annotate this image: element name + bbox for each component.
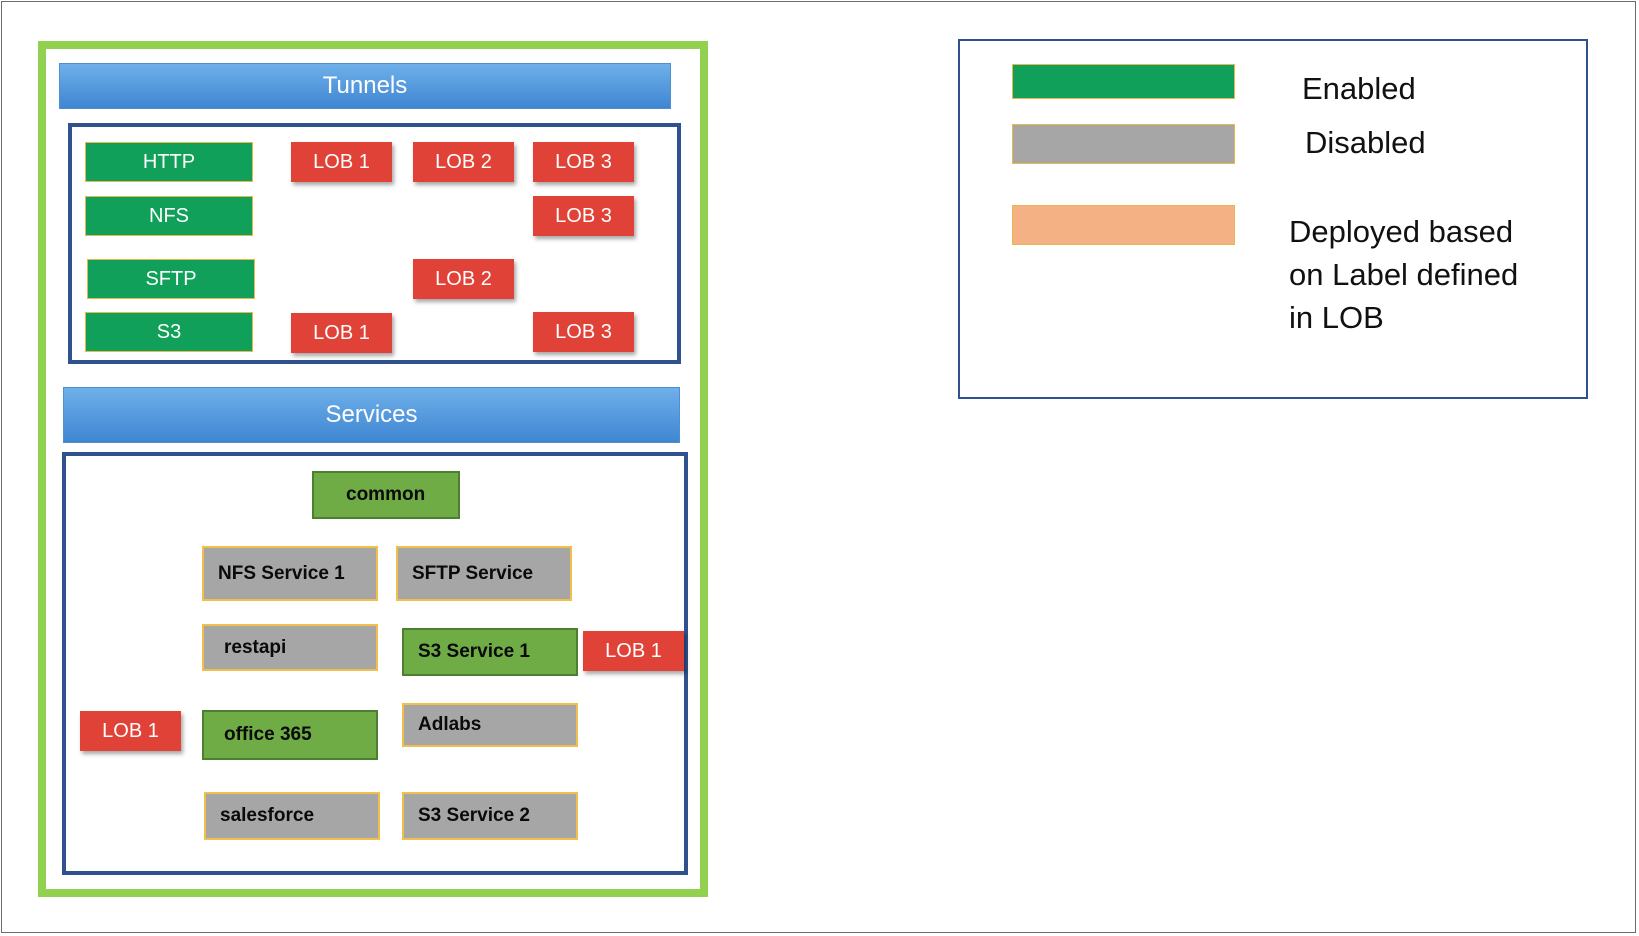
service-sftp-service: SFTP Service: [396, 546, 572, 601]
service-s3-service-2: S3 Service 2: [402, 792, 578, 840]
protocol-nfs: NFS: [85, 196, 253, 236]
protocol-http: HTTP: [85, 142, 253, 182]
legend-swatch-disabled: [1012, 124, 1235, 164]
service-office-365: office 365: [202, 710, 378, 760]
legend-label-deployed: Deployed based on Label defined in LOB: [1289, 214, 1519, 335]
service-s3-service-1: S3 Service 1: [402, 628, 578, 676]
tunnels-header: Tunnels: [59, 63, 671, 109]
services-header: Services: [63, 387, 680, 443]
service-nfs-service-1: NFS Service 1: [202, 546, 378, 601]
service-adlabs: Adlabs: [402, 703, 578, 747]
lob-tag: LOB 1: [80, 711, 181, 751]
lob-tag: LOB 3: [533, 196, 634, 236]
legend-swatch-deployed: [1012, 205, 1235, 245]
lob-tag: LOB 1: [291, 142, 392, 182]
service-restapi: restapi: [202, 624, 378, 671]
legend-swatch-enabled: [1012, 64, 1235, 99]
service-common: common: [312, 471, 460, 519]
lob-tag: LOB 1: [291, 313, 392, 353]
tunnels-panel: HTTP NFS SFTP S3 LOB 1 LOB 2 LOB 3 LOB 3…: [68, 123, 681, 364]
protocol-sftp: SFTP: [87, 259, 255, 299]
lob-tag: LOB 2: [413, 142, 514, 182]
deployment-container: Tunnels HTTP NFS SFTP S3 LOB 1 LOB 2 LOB…: [38, 41, 708, 897]
lob-tag: LOB 1: [583, 631, 684, 671]
services-panel: common NFS Service 1 SFTP Service restap…: [62, 452, 688, 875]
lob-tag: LOB 3: [533, 312, 634, 352]
lob-tag: LOB 2: [413, 259, 514, 299]
protocol-s3: S3: [85, 312, 253, 352]
legend-label-enabled: Enabled: [1302, 71, 1416, 106]
lob-tag: LOB 3: [533, 142, 634, 182]
service-salesforce: salesforce: [204, 792, 380, 840]
legend: Enabled Disabled Deployed based on Label…: [958, 39, 1588, 399]
legend-label-disabled: Disabled: [1305, 125, 1426, 160]
